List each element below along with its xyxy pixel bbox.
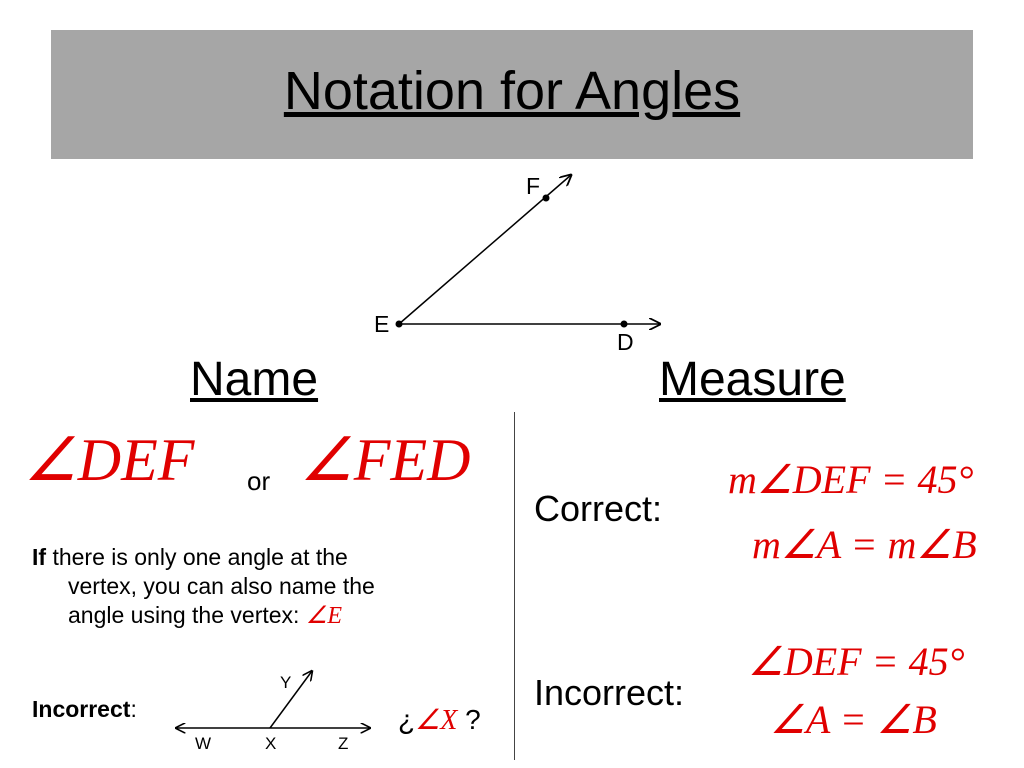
label-x: X <box>265 734 276 753</box>
question-open: ¿ <box>398 704 416 735</box>
question-angle-x: ¿∠X ? <box>398 706 481 735</box>
or-text: or <box>247 466 271 496</box>
page-title: Notation for Angles <box>283 61 741 121</box>
incorrect-equation-2: ∠A = ∠B <box>770 697 937 742</box>
correct-equation-2: m∠A = m∠B <box>752 522 977 567</box>
label-f: F <box>526 173 540 199</box>
label-d: D <box>617 329 634 355</box>
ray-ef <box>398 175 571 325</box>
ray-xy <box>269 671 312 729</box>
title-bar <box>51 30 973 159</box>
angle-diagram: F E D <box>374 0 1024 355</box>
note-line-1: there is only one angle at the <box>46 544 348 570</box>
small-angle-diagram: W X Z Y <box>160 660 390 753</box>
vertex-note: If there is only one angle at the vertex… <box>32 543 482 631</box>
column-divider <box>514 412 515 760</box>
point-e <box>395 320 403 328</box>
angle-fed-notation: ∠FED <box>300 427 471 493</box>
note-angle-e: ∠E <box>305 603 343 629</box>
label-e: E <box>374 311 389 337</box>
incorrect-equation-1: ∠DEF = 45° <box>748 639 965 684</box>
label-w: W <box>195 734 211 753</box>
note-line-3: angle using the vertex: <box>68 602 306 628</box>
point-f <box>542 194 550 202</box>
incorrect-label: Incorrect: <box>534 672 685 713</box>
correct-label: Correct: <box>534 488 663 529</box>
angle-def-notation: ∠DEF <box>24 427 195 493</box>
name-heading: Name <box>190 353 319 406</box>
angle-x: ∠X <box>415 705 458 736</box>
note-line-2: vertex, you can also name the <box>68 573 375 599</box>
label-z: Z <box>338 734 348 753</box>
note-if: If <box>32 544 47 570</box>
measure-heading: Measure <box>659 353 846 406</box>
label-y: Y <box>280 673 291 692</box>
correct-equation-1: m∠DEF = 45° <box>728 457 974 502</box>
point-d <box>620 320 628 328</box>
incorrect-name-label: Incorrect: <box>32 696 137 722</box>
question-close: ? <box>457 704 481 735</box>
